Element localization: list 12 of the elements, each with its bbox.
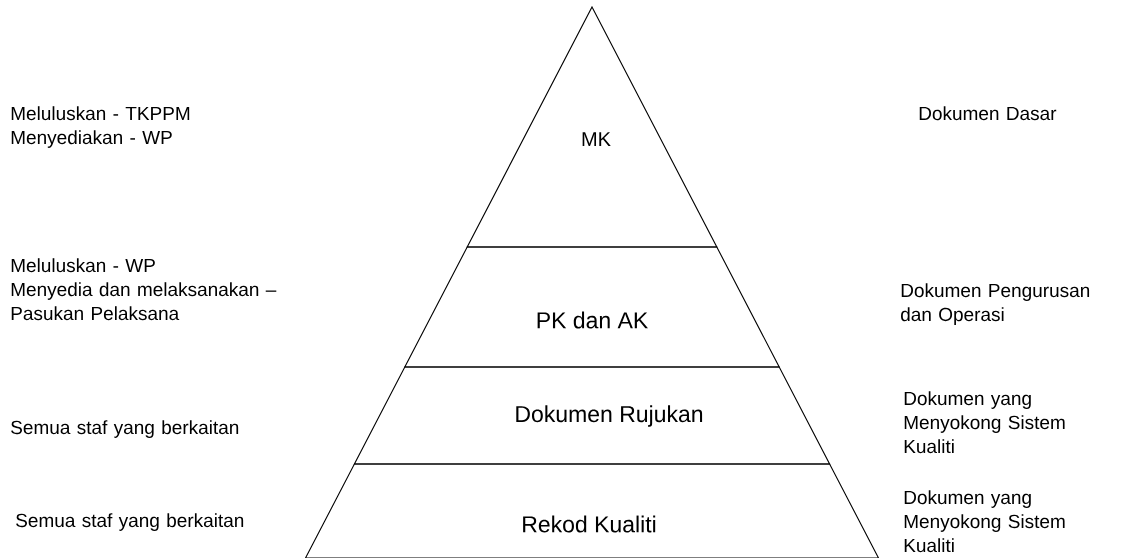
side-text: Semua staf yang berkaitan <box>11 420 239 438</box>
side-text: Meluluskan - WP <box>11 258 155 273</box>
side-text: Dokumen yang Menyokong Sistem Kualiti <box>904 391 1065 454</box>
pyramid-level: Rekod Kualiti <box>304 463 880 558</box>
pyramid-level: Dokumen Rujukan <box>353 366 831 465</box>
side-text: Dokumen yang Menyokong Sistem Kualiti <box>904 490 1065 553</box>
side-text: Menyedia dan melaksanakan – Pasukan Pelaksana <box>11 282 277 321</box>
side-text: Meluluskan - TKPPM <box>11 106 190 121</box>
side-text: Semua staf yang berkaitan <box>16 513 244 531</box>
side-text: Dokumen Pengurusan dan Operasi <box>901 283 1090 325</box>
side-text: Menyediakan - WP <box>11 130 172 148</box>
side-text: Dokumen Dasar <box>919 106 1057 121</box>
